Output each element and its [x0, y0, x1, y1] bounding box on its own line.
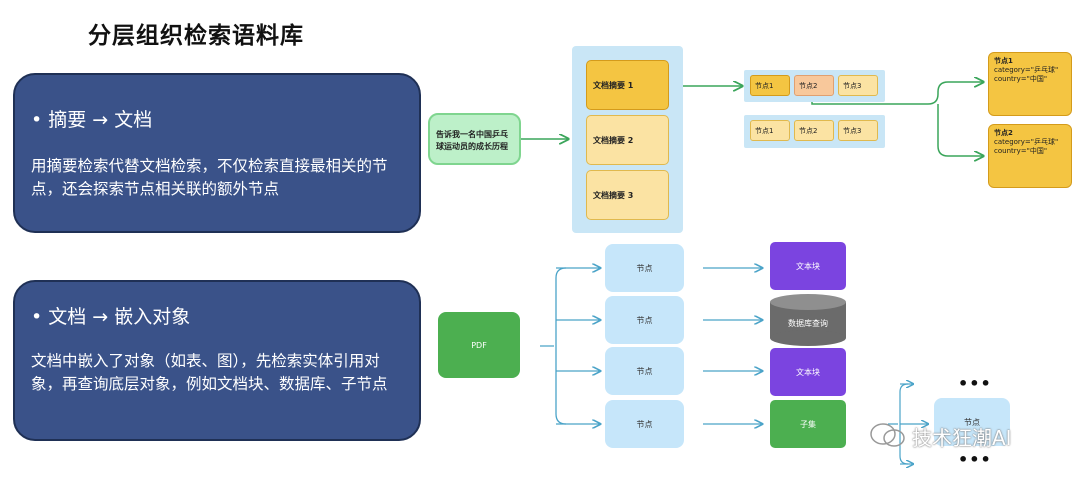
text-chunk-1: 文本块: [770, 242, 846, 290]
node-2-3: 节点3: [838, 120, 878, 141]
card-description: 用摘要检索代替文档检索，不仅检索直接最相关的节点，还会探索节点相关联的额外节点: [31, 157, 388, 198]
watermark-text: 技术狂潮AI: [912, 426, 1012, 450]
entity-node-2: 节点2 category="乒乓球" country="中国": [988, 124, 1072, 188]
node-1-2: 节点2: [794, 75, 834, 96]
doc-node-2: 节点: [605, 296, 684, 344]
text-chunk-2: 文本块: [770, 348, 846, 396]
page-title: 分层组织检索语料库: [88, 23, 304, 49]
entity-category: category="乒乓球": [994, 138, 1059, 146]
card-heading: 文档 → 嵌入对象: [48, 306, 191, 328]
doc-node-3: 节点: [605, 347, 684, 395]
bullet: •: [31, 306, 43, 328]
database-icon: 数据库查询: [770, 294, 846, 346]
query-box: 告诉我一名中国乒乓球运动员的成长历程: [428, 113, 521, 165]
summary-box-1: 文档摘要 1: [586, 60, 669, 110]
ellipsis-bottom: •••: [958, 450, 992, 469]
card-heading: 摘要 → 文档: [48, 109, 153, 131]
entity-country: country="中国": [994, 75, 1048, 83]
database-label: 数据库查询: [788, 319, 828, 328]
entity-name: 节点2: [994, 129, 1013, 137]
node-2-1: 节点1: [750, 120, 790, 141]
summary-to-document-card: •摘要 → 文档 用摘要检索代替文档检索，不仅检索直接最相关的节点，还会探索节点…: [13, 73, 421, 233]
subset-box: 子集: [770, 400, 846, 448]
node-1-3: 节点3: [838, 75, 878, 96]
entity-node-1: 节点1 category="乒乓球" country="中国": [988, 52, 1072, 116]
entity-name: 节点1: [994, 57, 1013, 65]
child-node: 节点: [934, 398, 1010, 446]
doc-node-4: 节点: [605, 400, 684, 448]
doc-node-1: 节点: [605, 244, 684, 292]
document-to-embedded-card: •文档 → 嵌入对象 文档中嵌入了对象（如表、图），先检索实体引用对象，再查询底…: [13, 280, 421, 441]
card-description: 文档中嵌入了对象（如表、图），先检索实体引用对象，再查询底层对象，例如文档块、数…: [31, 352, 388, 393]
summary-box-2: 文档摘要 2: [586, 115, 669, 165]
entity-country: country="中国": [994, 147, 1048, 155]
node-1-1: 节点1: [750, 75, 790, 96]
bullet: •: [31, 109, 43, 131]
node-2-2: 节点2: [794, 120, 834, 141]
ellipsis-top: •••: [958, 374, 992, 393]
entity-category: category="乒乓球": [994, 66, 1059, 74]
wechat-icon: [868, 420, 908, 454]
summary-box-3: 文档摘要 3: [586, 170, 669, 220]
pdf-source: PDF: [438, 312, 520, 378]
